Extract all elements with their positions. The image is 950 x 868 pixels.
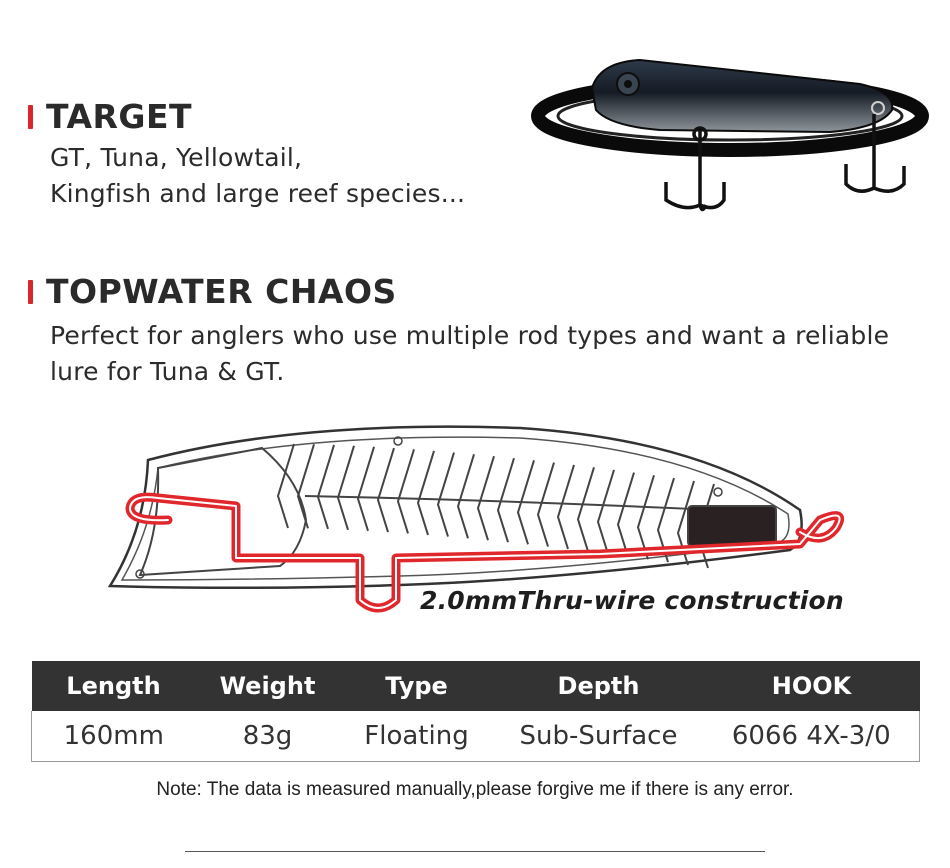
target-title: TARGET xyxy=(46,97,193,136)
topwater-line-1: Perfect for anglers who use multiple rod… xyxy=(50,321,890,350)
body-rib xyxy=(576,467,595,552)
body-rib xyxy=(496,457,515,543)
body-rib xyxy=(396,449,415,534)
spec-header-depth: Depth xyxy=(493,661,704,711)
tail-split-ring xyxy=(871,101,885,115)
accent-bar xyxy=(28,279,33,304)
body-rib xyxy=(676,480,695,566)
spine-line xyxy=(304,495,716,511)
spec-header-type: Type xyxy=(339,661,494,711)
body-rib xyxy=(516,460,535,545)
body-rib xyxy=(296,444,315,529)
body-rib xyxy=(336,445,355,531)
body-rib xyxy=(376,447,395,533)
topwater-title: TOPWATER CHAOS xyxy=(46,272,397,311)
target-description: GT, Tuna, Yellowtail, Kingfish and large… xyxy=(50,140,465,212)
lure-outline xyxy=(107,425,803,590)
body-rib xyxy=(436,452,455,537)
body-rib xyxy=(276,443,295,529)
spec-header-row: Length Weight Type Depth HOOK xyxy=(31,661,920,711)
spec-value-length: 160mm xyxy=(31,711,196,762)
disclaimer-note: Note: The data is measured manually,plea… xyxy=(156,779,794,800)
hole-marker xyxy=(135,569,145,579)
front-treble-hook xyxy=(664,126,726,212)
spec-header-weight: Weight xyxy=(195,661,340,711)
spec-value-weight: 83g xyxy=(195,711,340,762)
body-rib xyxy=(536,462,555,547)
body-rib xyxy=(556,464,575,550)
accent-bar xyxy=(28,104,33,129)
body-rib xyxy=(596,469,615,555)
body-rib xyxy=(456,454,475,539)
hole-marker xyxy=(393,436,403,446)
spec-value-row: 160mm 83g Floating Sub-Surface 6066 4X-3… xyxy=(31,711,920,762)
body-rib xyxy=(476,455,495,541)
spec-header-hook: HOOK xyxy=(703,661,920,711)
spec-value-hook: 6066 4X-3/0 xyxy=(703,711,920,762)
wire-caption: 2.0mmThru-wire construction xyxy=(420,586,844,615)
target-line-2: Kingfish and large reef species... xyxy=(50,179,466,208)
bottom-divider xyxy=(185,851,765,852)
spec-table: Length Weight Type Depth HOOK 160mm 83g … xyxy=(31,661,920,762)
lure-product-image xyxy=(531,58,929,212)
topwater-line-2: lure for Tuna & GT. xyxy=(50,357,285,386)
body-rib xyxy=(356,446,375,532)
target-line-1: GT, Tuna, Yellowtail, xyxy=(50,143,303,172)
spec-header-length: Length xyxy=(31,661,196,711)
spec-value-depth: Sub-Surface xyxy=(493,711,704,762)
thru-wire xyxy=(125,492,844,613)
thru-wire-diagram xyxy=(107,425,844,613)
topwater-description: Perfect for anglers who use multiple rod… xyxy=(50,318,889,390)
spec-value-type: Floating xyxy=(339,711,494,762)
hole-marker xyxy=(713,487,723,497)
lure-body xyxy=(590,58,894,134)
lure-pupil xyxy=(624,80,632,88)
target-heading: TARGET xyxy=(28,97,192,136)
body-rib xyxy=(616,472,635,557)
rear-treble-hook xyxy=(844,114,906,193)
topwater-heading: TOPWATER CHAOS xyxy=(28,272,397,311)
weight-chamber xyxy=(687,505,777,547)
body-rib xyxy=(416,450,435,536)
